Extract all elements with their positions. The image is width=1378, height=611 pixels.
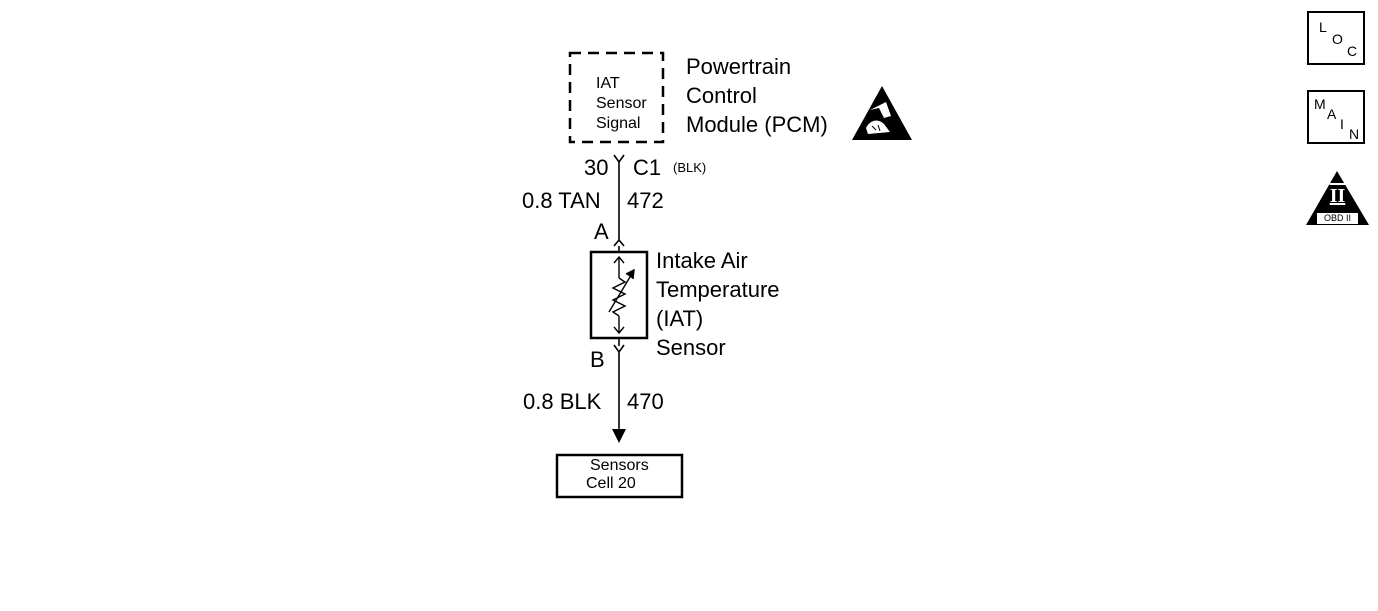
ref-box-line-2: Cell 20 <box>586 475 636 492</box>
ref-box-line-1: Sensors <box>590 457 649 474</box>
iat-sensor-name-line-1: Intake Air <box>656 248 748 273</box>
connector-c1-pin: 30 <box>584 155 609 180</box>
pcm-inner-line-1: IAT <box>596 75 620 92</box>
obd-label: OBD II <box>1323 213 1351 223</box>
iat-sensor-name-line-4: Sensor <box>656 335 726 360</box>
thermistor-icon <box>608 255 635 335</box>
connector-a-symbol <box>613 238 625 247</box>
loc-button[interactable]: L O C <box>1307 11 1365 65</box>
pcm-name-line-1: Powertrain <box>686 54 792 79</box>
connector-c1-color: (BLK) <box>673 160 707 175</box>
ref-box-link[interactable]: Sensors Cell 20 <box>559 457 680 495</box>
obd-numeral: II <box>1329 185 1346 207</box>
iat-sensor-name-line-2: Temperature <box>656 277 780 302</box>
wire-472-gauge-color: 0.8 TAN <box>522 188 601 213</box>
main-letter-n: N <box>1349 126 1360 142</box>
connector-c1-symbol <box>613 154 625 164</box>
pcm-inner-line-2: Sensor <box>596 95 647 112</box>
pcm-name: Powertrain Control Module (PCM) <box>686 52 828 139</box>
pin-a-label: A <box>594 219 609 244</box>
ref-box-outline <box>555 453 684 499</box>
pcm-inner-line-3: Signal <box>596 115 641 132</box>
main-letter-i: I <box>1340 116 1344 132</box>
wire-470-circuit: 470 <box>627 389 664 414</box>
main-letter-m: M <box>1314 96 1326 112</box>
wire-472-circuit: 472 <box>627 188 664 213</box>
connector-c1-name: C1 <box>633 155 662 180</box>
loc-letter-l: L <box>1319 19 1327 35</box>
wire-470-gauge-color: 0.8 BLK <box>523 389 602 414</box>
pcm-inner-label: IAT Sensor Signal <box>596 74 647 134</box>
pcm-dashed-box <box>568 51 665 144</box>
iat-sensor-name: Intake Air Temperature (IAT) Sensor <box>656 246 780 362</box>
arrow-down-icon <box>612 429 626 443</box>
esd-warning-icon <box>852 86 912 140</box>
obd-ii-button[interactable]: II OBD II <box>1305 170 1370 227</box>
loc-letter-o: O <box>1332 31 1343 47</box>
connector-b-symbol <box>613 344 625 354</box>
main-letter-a: A <box>1327 106 1337 122</box>
iat-sensor-name-line-3: (IAT) <box>656 306 704 331</box>
pin-b-label: B <box>590 347 605 372</box>
obd-triangle-icon <box>1306 171 1369 225</box>
main-button[interactable]: M A I N <box>1307 90 1365 144</box>
loc-letter-c: C <box>1347 43 1358 59</box>
pcm-name-line-2: Control <box>686 83 757 108</box>
pcm-name-line-3: Module (PCM) <box>686 112 828 137</box>
